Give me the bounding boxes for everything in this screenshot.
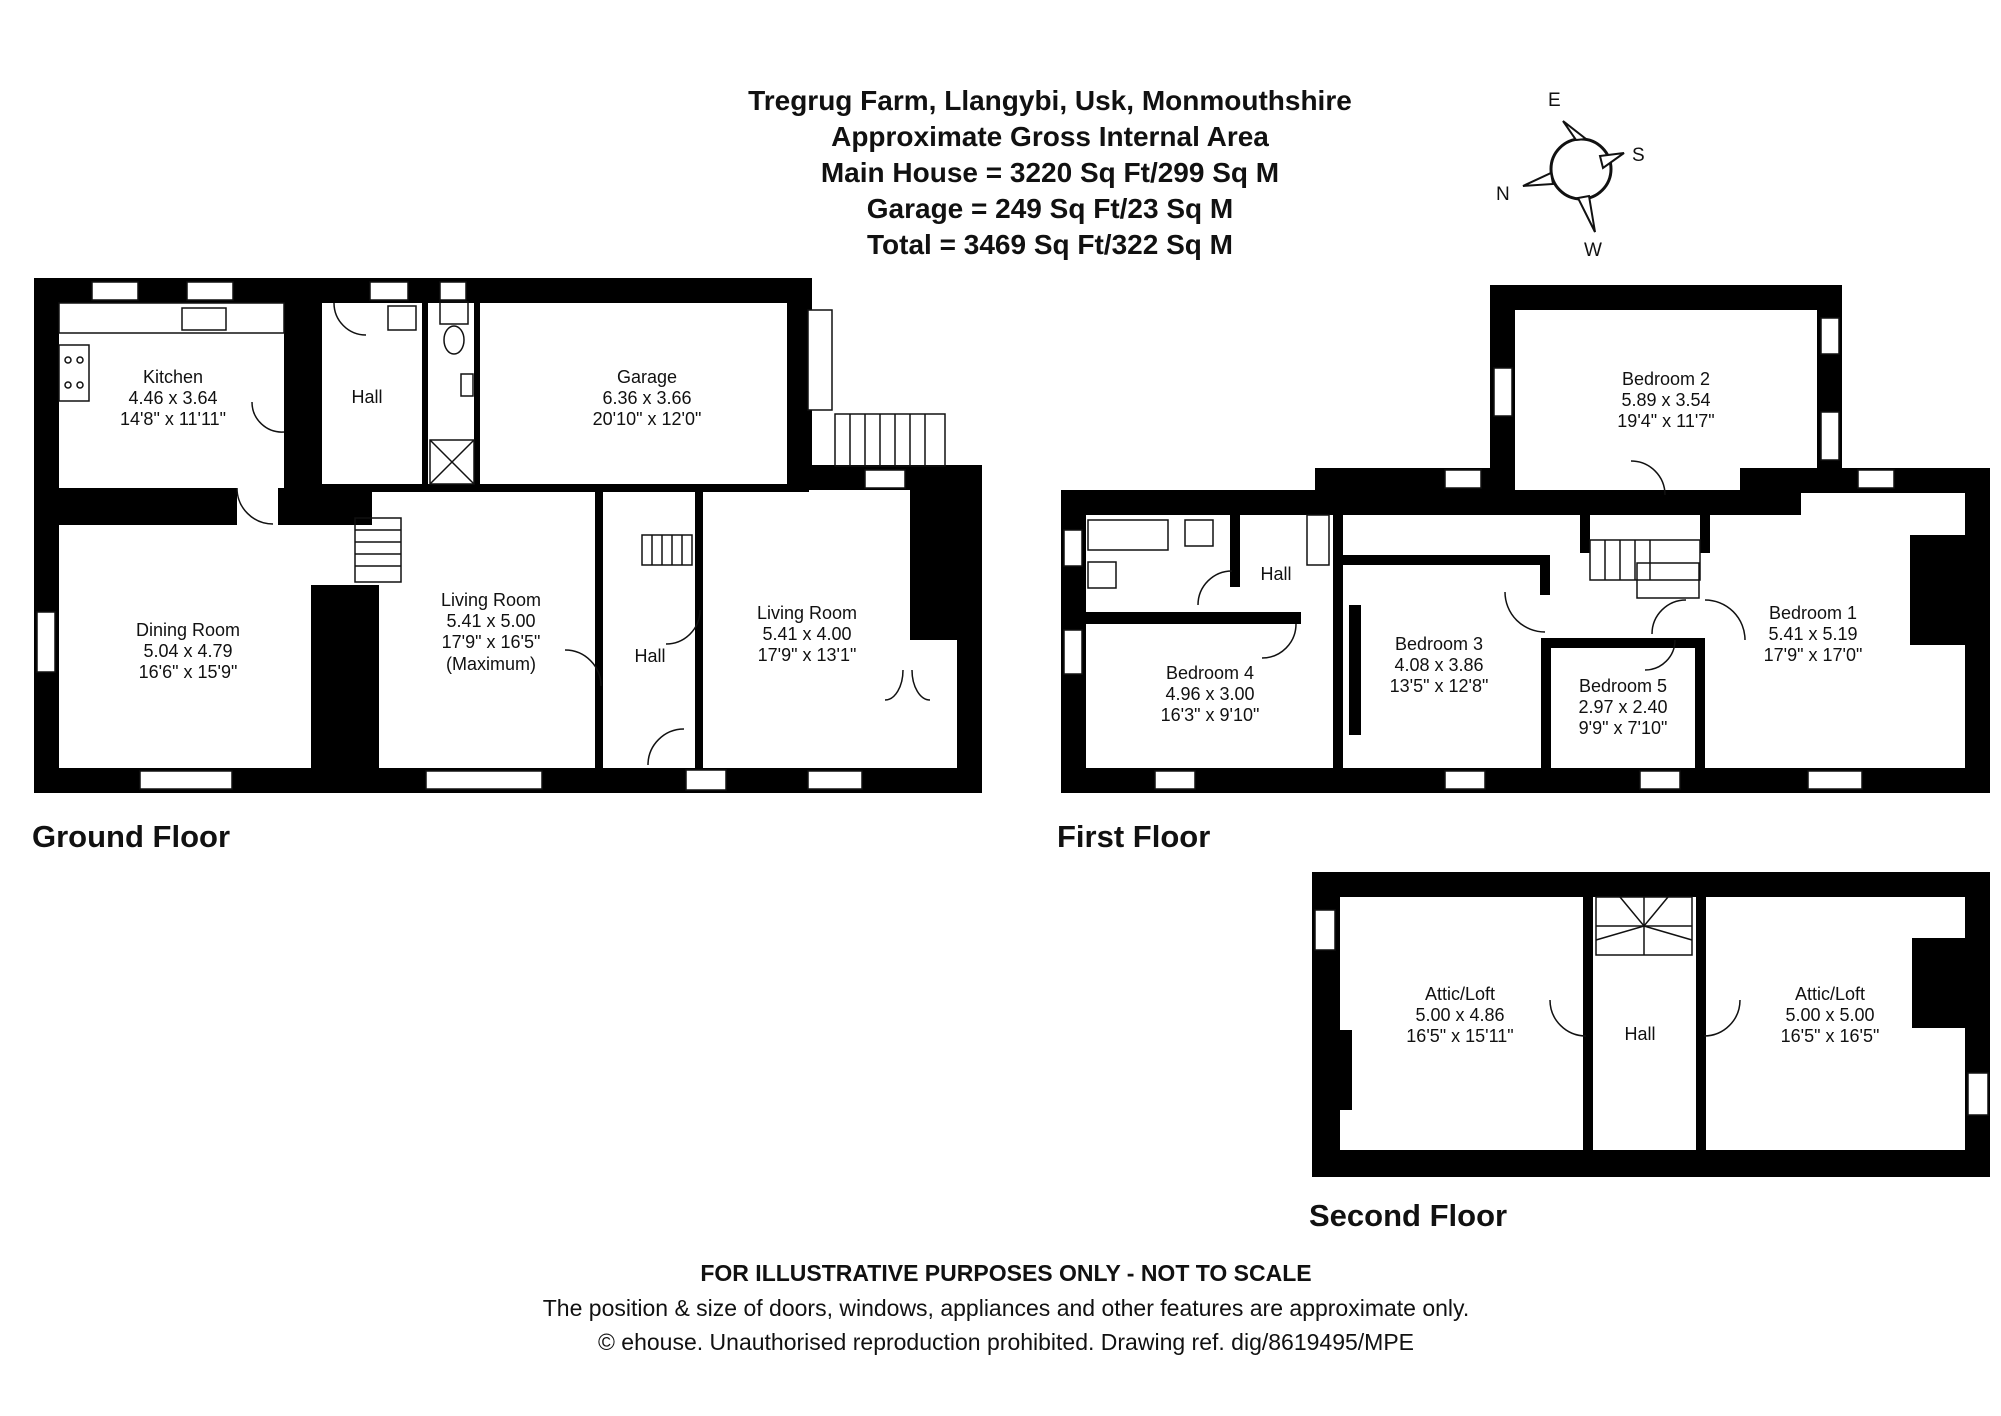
room-living-name: Living Room xyxy=(757,603,857,623)
room-living-note: (Maximum) xyxy=(446,654,536,674)
room-bedroom-2-name: Bedroom 2 xyxy=(1622,369,1710,389)
footer-copyright: © ehouse. Unauthorised reproduction proh… xyxy=(598,1329,1414,1355)
room-living-metric: 5.41 x 5.00 xyxy=(446,611,535,631)
second-floor-plan: Attic/Loft 5.00 x 4.86 16'5" x 15'11" Ha… xyxy=(1309,872,1990,1233)
room-bedroom-1-metric: 5.41 x 5.19 xyxy=(1768,624,1857,644)
room-attic-loft-name: Attic/Loft xyxy=(1795,984,1865,1004)
room-garage-name: Garage xyxy=(617,367,677,387)
room-hall-name: Hall xyxy=(1260,564,1291,584)
header-main-house-area: Main House = 3220 Sq Ft/299 Sq M xyxy=(821,157,1279,188)
header-subtitle: Approximate Gross Internal Area xyxy=(831,121,1269,152)
room-attic-loft-name: Attic/Loft xyxy=(1425,984,1495,1004)
room-attic-loft-metric: 5.00 x 5.00 xyxy=(1785,1005,1874,1025)
room-bedroom-4-metric: 4.96 x 3.00 xyxy=(1165,684,1254,704)
floor-label-first: First Floor xyxy=(1057,819,1210,854)
room-living-imperial: 17'9" x 16'5" xyxy=(442,632,541,652)
footer-disclaimer: FOR ILLUSTRATIVE PURPOSES ONLY - NOT TO … xyxy=(700,1260,1311,1286)
header-title: Tregrug Farm, Llangybi, Usk, Monmouthshi… xyxy=(748,85,1352,116)
compass-east-label: E xyxy=(1548,90,1561,111)
compass-west-label: W xyxy=(1584,240,1602,261)
compass-north-label: N xyxy=(1496,184,1510,205)
room-garage-imperial: 20'10" x 12'0" xyxy=(593,409,702,429)
compass-south-label: S xyxy=(1632,145,1645,166)
room-living-name: Living Room xyxy=(441,590,541,610)
room-hall-name: Hall xyxy=(634,646,665,666)
room-living-imperial: 17'9" x 13'1" xyxy=(758,645,857,665)
room-kitchen-name: Kitchen xyxy=(143,367,203,387)
room-attic-loft-metric: 5.00 x 4.86 xyxy=(1415,1005,1504,1025)
footer-note: The position & size of doors, windows, a… xyxy=(543,1295,1469,1321)
header: Tregrug Farm, Llangybi, Usk, Monmouthshi… xyxy=(748,85,1352,260)
room-bedroom-1-name: Bedroom 1 xyxy=(1769,603,1857,623)
room-attic-loft-imperial: 16'5" x 16'5" xyxy=(1781,1026,1880,1046)
room-bedroom-5-metric: 2.97 x 2.40 xyxy=(1578,697,1667,717)
room-kitchen-imperial: 14'8" x 11'11" xyxy=(120,409,226,429)
room-bedroom-4-name: Bedroom 4 xyxy=(1166,663,1254,683)
footer: FOR ILLUSTRATIVE PURPOSES ONLY - NOT TO … xyxy=(543,1260,1469,1355)
header-total-area: Total = 3469 Sq Ft/322 Sq M xyxy=(867,229,1233,260)
room-hall-name: Hall xyxy=(1624,1024,1655,1044)
room-hall-name: Hall xyxy=(351,387,382,407)
compass-icon: E S N W xyxy=(1496,90,1645,261)
room-bedroom-1-imperial: 17'9" x 17'0" xyxy=(1764,645,1863,665)
floor-label-ground: Ground Floor xyxy=(32,819,230,854)
room-bedroom-3-imperial: 13'5" x 12'8" xyxy=(1390,676,1489,696)
room-attic-loft-imperial: 16'5" x 15'11" xyxy=(1406,1026,1513,1046)
floor-label-second: Second Floor xyxy=(1309,1198,1507,1233)
room-dining-metric: 5.04 x 4.79 xyxy=(143,641,232,661)
ground-floor-plan: Kitchen 4.46 x 3.64 14'8" x 11'11" Hall … xyxy=(32,278,982,854)
room-bedroom-5-imperial: 9'9" x 7'10" xyxy=(1579,718,1668,738)
room-bedroom-3-metric: 4.08 x 3.86 xyxy=(1394,655,1483,675)
room-living-metric: 5.41 x 4.00 xyxy=(762,624,851,644)
room-garage-metric: 6.36 x 3.66 xyxy=(602,388,691,408)
first-floor-plan: Bedroom 2 5.89 x 3.54 19'4" x 11'7" Hall… xyxy=(1057,285,1990,854)
room-bedroom-2-metric: 5.89 x 3.54 xyxy=(1621,390,1710,410)
room-bedroom-5-name: Bedroom 5 xyxy=(1579,676,1667,696)
room-dining-name: Dining Room xyxy=(136,620,240,640)
room-bedroom-4-imperial: 16'3" x 9'10" xyxy=(1161,705,1260,725)
room-bedroom-2-imperial: 19'4" x 11'7" xyxy=(1617,411,1714,431)
room-bedroom-3-name: Bedroom 3 xyxy=(1395,634,1483,654)
room-kitchen-metric: 4.46 x 3.64 xyxy=(128,388,217,408)
room-dining-imperial: 16'6" x 15'9" xyxy=(139,662,238,682)
header-garage-area: Garage = 249 Sq Ft/23 Sq M xyxy=(867,193,1233,224)
